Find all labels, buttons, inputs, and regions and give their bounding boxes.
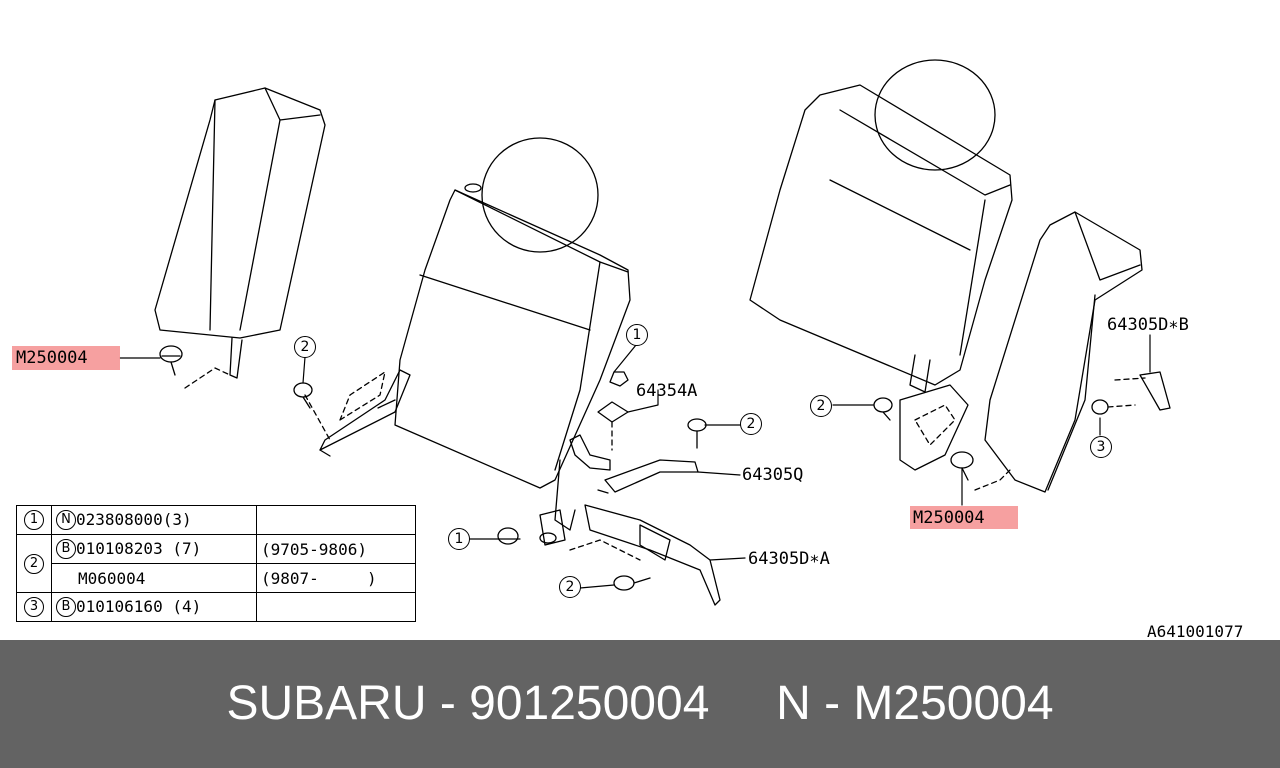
right-seat-back (749, 59, 1013, 393)
bracket-64305q (597, 459, 699, 494)
callout-1-top-center: 1 (626, 324, 648, 346)
legend-prefix: B (56, 539, 76, 560)
left-side-cover (154, 87, 326, 379)
bolt-top-left (293, 382, 313, 409)
callout-2-center: 2 (740, 413, 762, 435)
left-bolt (159, 345, 231, 389)
callout-2-bottom: 2 (559, 576, 581, 598)
label-m250004-right: M250004 (913, 508, 985, 528)
nut-64354a (597, 371, 629, 451)
callout-2-top-left: 2 (294, 336, 316, 358)
legend-code: 010108203 (7) (76, 538, 202, 558)
legend-date (256, 505, 416, 535)
legend-date (256, 592, 416, 622)
center-hinge (497, 434, 611, 546)
highlight-right (910, 506, 1018, 529)
label-64305db: 64305D∗B (1107, 315, 1189, 335)
label-64305q: 64305Q (742, 465, 804, 485)
highlight-left (12, 346, 120, 370)
legend-code: 010106160 (4) (76, 596, 202, 616)
callout-1-bottom: 1 (448, 528, 470, 550)
callout-3-right: 3 (1090, 436, 1112, 458)
diagram-drawing (119, 59, 1171, 606)
label-64305da: 64305D∗A (748, 549, 830, 569)
bolt-upper-center (687, 418, 707, 449)
legend-index: 2 (24, 553, 44, 574)
footer-part-number: SUBARU - 901250004 N - M250004 (226, 677, 1054, 730)
legend-index: 3 (24, 597, 44, 618)
label-64354a: 64354A (636, 381, 698, 401)
bracket-64305da (569, 504, 721, 606)
legend-date: (9705-9806) (256, 534, 416, 564)
footer-bar: SUBARU - 901250004 N - M250004 (0, 640, 1280, 768)
legend-prefix: B (56, 597, 76, 618)
diagram-id: A641001077 (1147, 622, 1244, 641)
label-m250004-left: M250004 (16, 348, 88, 368)
legend-date: (9807- ) (256, 563, 416, 593)
legend-code: M060004 (78, 568, 146, 588)
legend-prefix: N (56, 510, 76, 531)
legend-code: 023808000(3) (76, 509, 192, 529)
right-bracket (873, 384, 969, 471)
legend-index: 1 (24, 510, 44, 531)
left-bracket (304, 369, 411, 457)
right-side-cover (984, 211, 1171, 493)
legend-row: M060004 (9807- ) (17, 563, 416, 593)
right-bolt-lower (950, 399, 1136, 491)
callout-2-right: 2 (810, 395, 832, 417)
parts-diagram: M250004 M250004 64354A 64305Q 64305D∗A 6… (12, 59, 1244, 641)
leader-lines (119, 334, 1151, 589)
center-seat-back (394, 137, 631, 489)
